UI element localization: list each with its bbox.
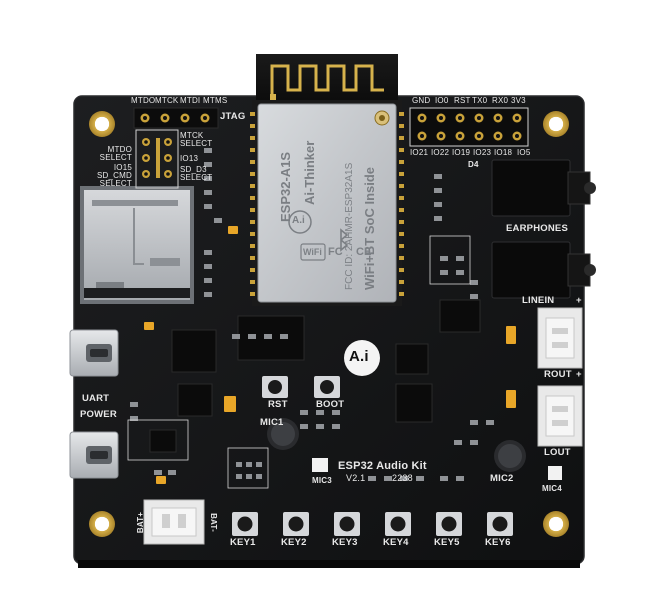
jtag-left-label: SD_CMD SELECT	[97, 171, 132, 188]
key-label-4: KEY4	[383, 537, 409, 548]
key-label-6: KEY6	[485, 537, 511, 548]
usb-uart-connector	[69, 329, 119, 377]
key-button-shape	[334, 512, 360, 536]
wifi-antenna	[256, 54, 398, 106]
led-indicators	[144, 226, 516, 484]
key-button-shape	[232, 512, 258, 536]
jtag-top-label: MTCK	[155, 96, 179, 105]
d4-label: D4	[468, 160, 479, 169]
push-buttons	[232, 376, 513, 536]
header-bottom-label: IO5	[517, 148, 531, 157]
rst-label: RST	[268, 399, 288, 410]
lout-connector	[537, 385, 583, 447]
header-bottom-label: IO18	[494, 148, 513, 157]
boot-label: BOOT	[316, 399, 345, 410]
jtag-right-label: IO13	[180, 154, 199, 163]
rout-connector	[537, 307, 583, 369]
header-top-label: TX0	[472, 96, 488, 105]
key-button-shape	[436, 512, 462, 536]
jtag-top-label: MTDI	[180, 96, 201, 105]
header-top-label: GND	[412, 96, 431, 105]
module-maker: Ai-Thinker	[302, 140, 317, 205]
header-top-label: RST	[454, 96, 471, 105]
key-label-5: KEY5	[434, 537, 460, 548]
board-brand-logo: A.i	[349, 348, 369, 365]
mic1-label: MIC1	[260, 417, 284, 428]
board-version: V2.1	[346, 473, 366, 483]
header-top-label: 3V3	[511, 96, 526, 105]
boot-button-shape	[314, 376, 340, 398]
power-label: POWER	[80, 409, 117, 420]
board-title: ESP32 Audio Kit	[338, 460, 427, 472]
wifi-badge-text: WiFi	[303, 247, 322, 257]
key-button-shape	[487, 512, 513, 536]
jtag-right-label: SD_D3 SELECT	[180, 165, 213, 182]
key-label-3: KEY3	[332, 537, 358, 548]
board-date-code: 2238	[392, 473, 413, 483]
linein-label: LINEIN	[522, 295, 555, 306]
ce-badge-text: CE	[356, 246, 372, 258]
module-fcc-id: FCC ID: 2AHMR-ESP32A1S	[344, 162, 355, 290]
earphones-label: EARPHONES	[506, 223, 568, 234]
rout-label: ROUT	[544, 369, 572, 380]
linein-jack	[491, 241, 596, 299]
jtag-top-label: MTDO	[131, 96, 156, 105]
key-label-2: KEY2	[281, 537, 307, 548]
fc-badge-text: FC	[328, 246, 343, 258]
smd-components	[130, 148, 494, 481]
plus-label: +	[576, 295, 582, 306]
uart-label: UART	[82, 393, 110, 404]
jtag-left-label: MTDO SELECT	[99, 145, 132, 162]
jtag-left-label: IO15	[113, 163, 132, 172]
module-inside: WiFi+BT SoC Inside	[362, 166, 377, 290]
lout-label: LOUT	[544, 447, 571, 458]
battery-connector	[143, 499, 205, 545]
module-model: ESP32-A1S	[278, 151, 293, 222]
header-bottom-label: IO22	[431, 148, 450, 157]
module-ai-logo: A.i	[292, 215, 305, 226]
header-bottom-label: IO23	[473, 148, 492, 157]
silkscreen-outlines	[127, 235, 471, 489]
jtag-header	[133, 107, 219, 189]
jtag-top-label: MTMS	[203, 96, 228, 105]
bat-plus-label: BAT+	[136, 511, 146, 534]
key-button-shape	[283, 512, 309, 536]
header-top-label: IO0	[435, 96, 449, 105]
usb-power-connector	[69, 431, 119, 479]
mic4-label: MIC4	[542, 484, 562, 493]
mic3-label: MIC3	[312, 476, 332, 485]
key-label-1: KEY1	[230, 537, 256, 548]
mounting-holes	[89, 111, 569, 537]
plus-label: +	[576, 369, 582, 380]
gpio-header	[409, 107, 529, 147]
header-top-label: RX0	[492, 96, 509, 105]
esp32-module	[250, 100, 404, 306]
key-button-shape	[385, 512, 411, 536]
rst-button-shape	[262, 376, 288, 398]
sd-card-slot	[80, 186, 194, 304]
earphones-jack	[491, 159, 596, 217]
header-bottom-label: IO19	[452, 148, 471, 157]
bat-minus-label: BAT-	[208, 513, 218, 532]
mic2-label: MIC2	[490, 473, 514, 484]
jtag-title: JTAG	[220, 111, 246, 122]
header-bottom-label: IO21	[410, 148, 429, 157]
microphones	[267, 418, 562, 480]
jtag-right-label: MTCK SELECT	[180, 131, 213, 148]
board-logo-shape	[344, 340, 380, 376]
